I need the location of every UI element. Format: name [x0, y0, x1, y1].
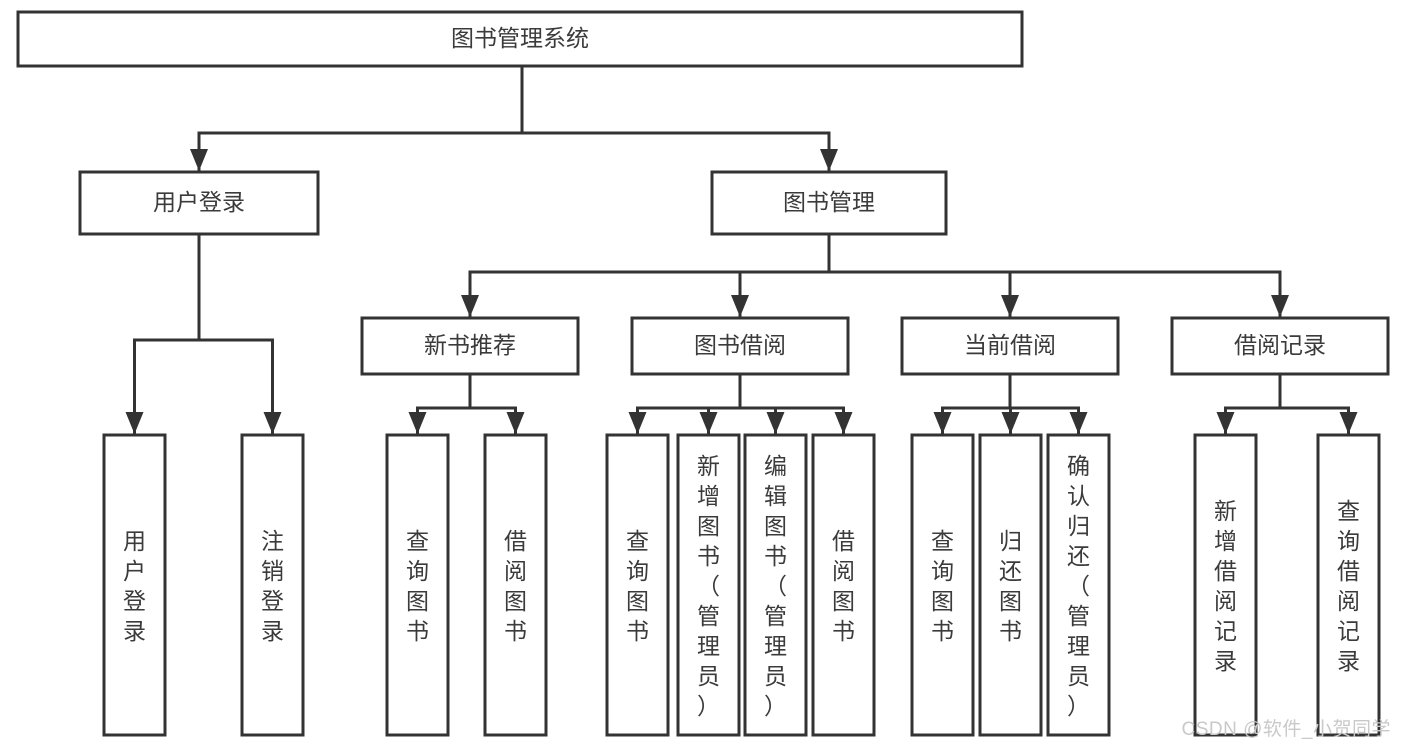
arrow-to-leaf-current-query	[933, 412, 952, 434]
node-label-bookmgmt: 图书管理	[783, 189, 875, 215]
node-leaf-user-logout[interactable]: 注销登录	[240, 433, 305, 737]
node-label-leaf-borrow-lend: 借阅图书	[832, 528, 855, 644]
node-newbook[interactable]: 新书推荐	[360, 316, 580, 376]
node-box-leaf-current-confirm[interactable]	[1046, 433, 1111, 737]
node-box-leaf-borrow-lend[interactable]	[811, 433, 876, 737]
node-leaf-records-add[interactable]: 新增借阅记录	[1193, 433, 1258, 737]
node-label-leaf-newbook-borrow: 借阅图书	[504, 528, 527, 644]
node-bookmgmt[interactable]: 图书管理	[710, 170, 948, 236]
arrow-to-leaf-records-query	[1339, 412, 1358, 434]
node-label-leaf-borrow-edit: 编辑图书（管理员）	[764, 453, 787, 719]
node-box-current[interactable]	[900, 316, 1120, 376]
node-box-leaf-records-add[interactable]	[1193, 433, 1258, 737]
csdn-watermark: CSDN @软件_小贺同学	[1181, 719, 1391, 740]
node-label-root: 图书管理系统	[451, 25, 589, 51]
node-label-leaf-borrow-add: 新增图书（管理员）	[697, 453, 720, 719]
arrow-to-leaf-newbook-borrow	[506, 412, 525, 434]
node-box-leaf-borrow-query[interactable]	[605, 433, 670, 737]
node-box-leaf-borrow-edit[interactable]	[743, 433, 808, 737]
node-login[interactable]: 用户登录	[78, 170, 320, 236]
node-box-newbook[interactable]	[360, 316, 580, 376]
arrow-to-leaf-current-confirm	[1069, 412, 1088, 434]
node-current[interactable]: 当前借阅	[900, 316, 1120, 376]
nodes-layer: 图书管理系统用户登录图书管理新书推荐图书借阅当前借阅借阅记录用户登录注销登录查询…	[16, 10, 1390, 737]
node-label-leaf-user-login: 用户登录	[123, 528, 146, 644]
node-root[interactable]: 图书管理系统	[16, 10, 1024, 68]
node-label-leaf-current-confirm: 确认归还（管理员）	[1067, 453, 1090, 719]
node-leaf-newbook-query[interactable]: 查询图书	[385, 433, 450, 737]
node-label-leaf-current-query: 查询图书	[931, 528, 954, 644]
node-box-leaf-user-logout[interactable]	[240, 433, 305, 737]
node-borrow[interactable]: 图书借阅	[630, 316, 850, 376]
node-box-root[interactable]	[16, 10, 1024, 68]
arrow-to-leaf-records-add	[1216, 412, 1235, 434]
node-leaf-records-query[interactable]: 查询借阅记录	[1316, 433, 1381, 737]
node-box-leaf-newbook-query[interactable]	[385, 433, 450, 737]
node-leaf-user-login[interactable]: 用户登录	[102, 433, 167, 737]
node-label-leaf-newbook-query: 查询图书	[406, 528, 429, 644]
arrow-to-bookmgmt	[820, 149, 838, 171]
node-label-login: 用户登录	[153, 189, 245, 215]
arrow-to-newbook	[461, 295, 479, 317]
arrow-to-borrow	[731, 295, 749, 317]
arrow-to-leaf-current-return	[1001, 412, 1020, 434]
node-label-leaf-borrow-query: 查询图书	[626, 528, 649, 644]
node-leaf-newbook-borrow[interactable]: 借阅图书	[483, 433, 548, 737]
arrow-to-leaf-user-logout	[263, 412, 282, 434]
connectors-layer	[125, 64, 1358, 436]
node-label-leaf-current-return: 归还图书	[999, 528, 1022, 644]
node-leaf-borrow-edit[interactable]: 编辑图书（管理员）	[743, 433, 808, 737]
node-box-bookmgmt[interactable]	[710, 170, 948, 236]
node-box-leaf-borrow-add[interactable]	[676, 433, 741, 737]
arrow-to-leaf-borrow-query	[628, 412, 647, 434]
node-leaf-borrow-add[interactable]: 新增图书（管理员）	[676, 433, 741, 737]
node-box-leaf-records-query[interactable]	[1316, 433, 1381, 737]
arrow-to-leaf-borrow-edit	[766, 412, 785, 434]
node-box-leaf-current-query[interactable]	[910, 433, 975, 737]
node-leaf-current-return[interactable]: 归还图书	[978, 433, 1043, 737]
node-box-leaf-user-login[interactable]	[102, 433, 167, 737]
arrow-to-current	[1001, 295, 1019, 317]
node-leaf-current-query[interactable]: 查询图书	[910, 433, 975, 737]
node-label-leaf-records-query: 查询借阅记录	[1337, 498, 1360, 674]
node-label-records: 借阅记录	[1234, 332, 1326, 358]
arrow-to-leaf-borrow-lend	[834, 412, 853, 434]
node-leaf-current-confirm[interactable]: 确认归还（管理员）	[1046, 433, 1111, 737]
node-label-current: 当前借阅	[964, 332, 1056, 358]
node-box-records[interactable]	[1170, 316, 1390, 376]
node-box-login[interactable]	[78, 170, 320, 236]
node-box-leaf-current-return[interactable]	[978, 433, 1043, 737]
node-label-leaf-user-logout: 注销登录	[261, 528, 284, 644]
node-leaf-borrow-query[interactable]: 查询图书	[605, 433, 670, 737]
arrow-to-leaf-user-login	[125, 412, 144, 434]
arrow-to-leaf-borrow-add	[699, 412, 718, 434]
node-label-borrow: 图书借阅	[694, 332, 786, 358]
arrow-to-login	[190, 149, 208, 171]
node-box-leaf-newbook-borrow[interactable]	[483, 433, 548, 737]
node-label-newbook: 新书推荐	[424, 332, 516, 358]
node-label-leaf-records-add: 新增借阅记录	[1214, 498, 1237, 674]
arrow-to-records	[1271, 295, 1289, 317]
node-box-borrow[interactable]	[630, 316, 850, 376]
node-leaf-borrow-lend[interactable]: 借阅图书	[811, 433, 876, 737]
arrow-to-leaf-newbook-query	[408, 412, 427, 434]
node-records[interactable]: 借阅记录	[1170, 316, 1390, 376]
